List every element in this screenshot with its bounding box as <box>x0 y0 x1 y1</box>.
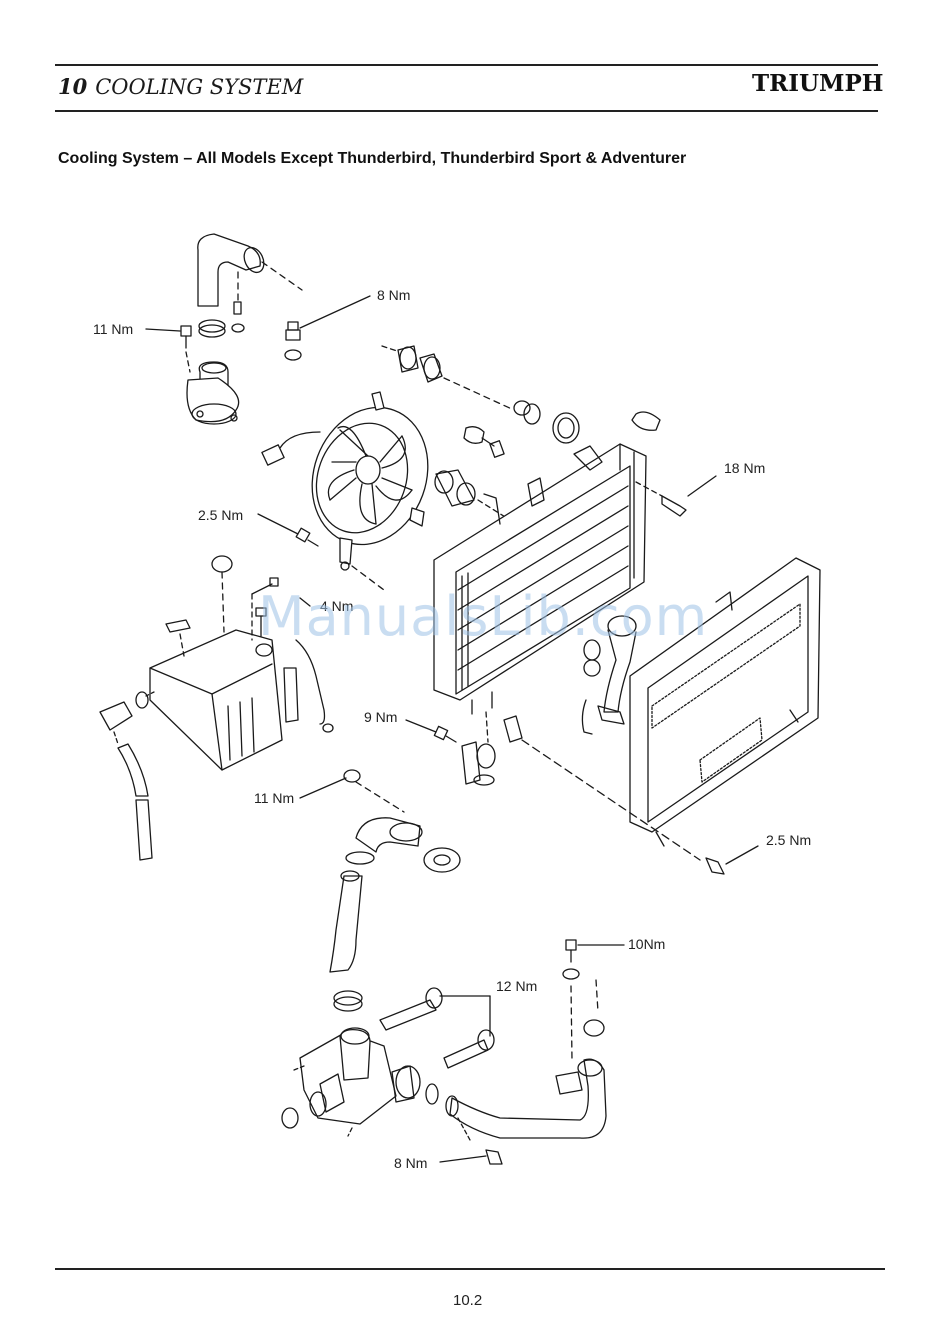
guard-bolt <box>706 846 758 874</box>
water-pump <box>282 1028 438 1136</box>
torque-label-pump-elbow: 11 Nm <box>254 790 294 806</box>
water-pump-bolts <box>380 988 494 1068</box>
water-pump-hose <box>330 871 362 1011</box>
torque-label-drain-bolt: 8 Nm <box>394 1155 427 1171</box>
torque-label-pump-bolts: 12 Nm <box>496 978 537 994</box>
fan-bolt <box>258 514 318 546</box>
outlet-housing <box>187 362 239 424</box>
radiator-bolt-top <box>636 476 716 516</box>
cooling-fan <box>262 391 447 590</box>
torque-label-radiator-bolt: 18 Nm <box>724 460 765 476</box>
bypass-pipe <box>446 940 624 1138</box>
water-pump-elbow <box>300 770 460 872</box>
radiator-cap <box>632 412 660 430</box>
torque-label-fan-sender: 8 Nm <box>377 287 410 303</box>
torque-label-bypass-bolt: 10Nm <box>628 936 665 952</box>
footer-rule <box>55 1268 885 1270</box>
torque-label-guard-bolt: 2.5 Nm <box>766 832 811 848</box>
page-number: 10.2 <box>453 1292 482 1309</box>
bolt-11nm-top <box>181 326 191 372</box>
torque-label-lower-mount: 9 Nm <box>364 709 397 725</box>
watermark: ManualsLib.com <box>258 585 708 648</box>
torque-label-outlet-bolt: 11 Nm <box>93 321 133 337</box>
temperature-sender <box>285 296 370 360</box>
torque-label-fan-bolt: 2.5 Nm <box>198 507 243 523</box>
radiator-grommets-mid <box>435 427 510 520</box>
overflow-hose <box>100 692 154 860</box>
top-elbow-hose <box>198 234 302 337</box>
